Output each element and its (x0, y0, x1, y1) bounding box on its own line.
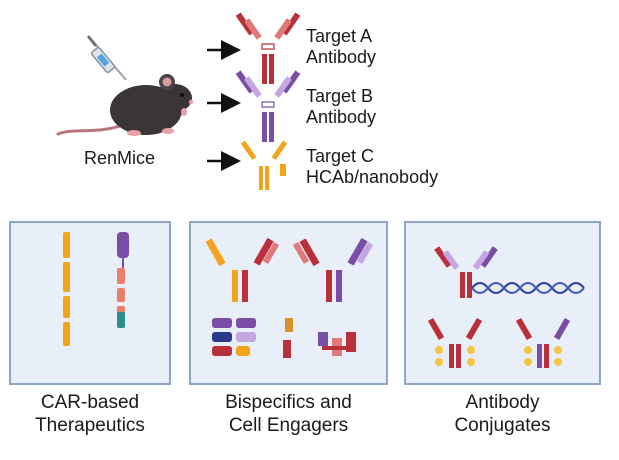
output-c-type: HCAb/nanobody (306, 167, 439, 187)
bispecifics-caption-line1: Bispecifics and (225, 392, 352, 413)
output-a-type: Antibody (306, 47, 377, 67)
conjugate-dna-antibody-icon (434, 246, 498, 298)
car-orange-icon (63, 232, 70, 346)
mouse-icon (56, 74, 194, 136)
conjugates-caption-line2: Conjugates (454, 415, 551, 436)
bispecifics-caption: Bispecifics and Cell Engagers (184, 391, 393, 437)
conjugate-payload-antibody-icon (427, 317, 483, 368)
bispecifics-caption-line2: Cell Engagers (228, 415, 349, 436)
mouse-label: RenMice (84, 148, 156, 168)
bispecific-orange-red-icon (205, 237, 280, 302)
output-b-name: Target B (306, 86, 374, 106)
car-purple-icon (117, 232, 129, 328)
conjugates-caption: Antibody Conjugates (400, 391, 605, 437)
output-a-name: Target A (306, 26, 373, 46)
cell-engager-small-icon (283, 318, 293, 358)
car-caption-line1: CAR-based (40, 392, 140, 413)
conjugate-payload-bispecific-icon (515, 317, 571, 368)
car-caption-line2: Therapeutics (35, 415, 145, 436)
syringe-icon (86, 35, 127, 81)
conjugates-caption-line1: Antibody (465, 392, 540, 413)
antibody-a-icon (235, 12, 301, 84)
antibody-b-icon (235, 70, 301, 142)
cell-engager-dual-icon (318, 332, 356, 356)
dna-strand-icon (471, 282, 585, 294)
car-panel (9, 221, 171, 385)
car-caption: CAR-based Therapeutics (4, 391, 176, 437)
cell-engager-scfv-icon (212, 318, 256, 356)
output-c-name: Target C (306, 146, 375, 166)
output-b-type: Antibody (306, 107, 377, 127)
hcab-c-icon (240, 140, 288, 190)
bispecific-red-purple-icon (292, 237, 374, 302)
